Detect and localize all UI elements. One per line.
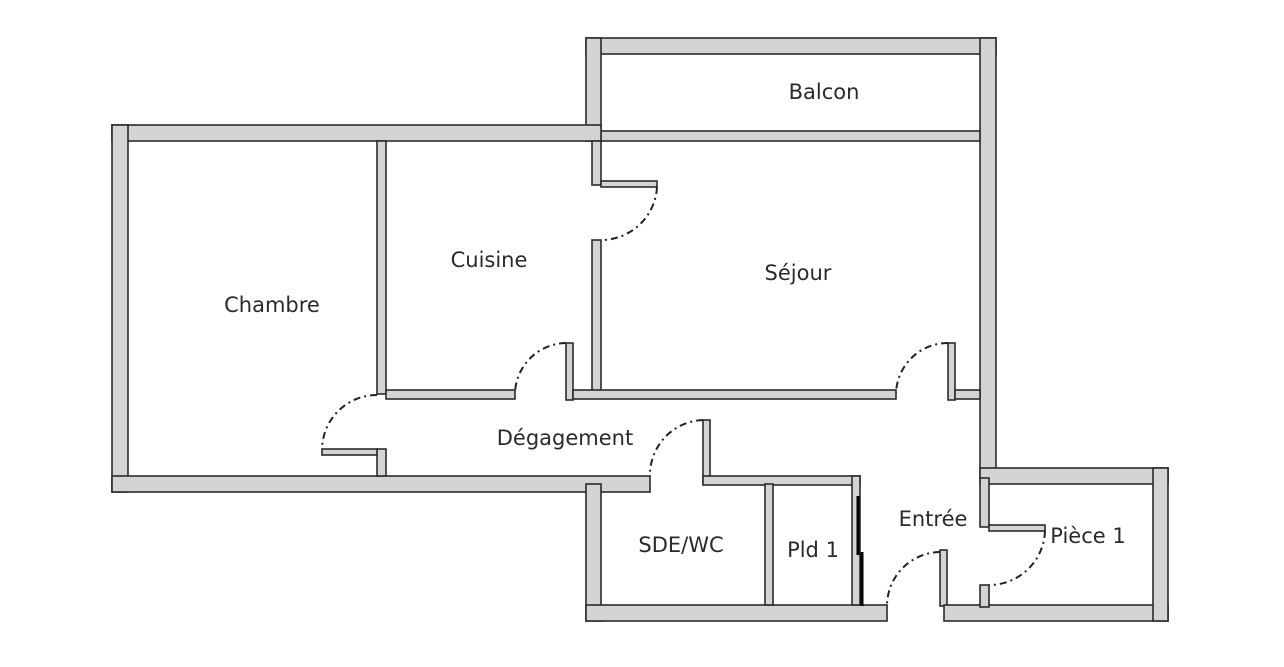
door-leaf [321,448,378,456]
wall [600,130,981,142]
wall [111,124,602,142]
door-swings [321,186,1046,607]
door-swing [886,551,941,607]
wall [585,37,997,55]
room-label-entree: Entrée [898,507,968,531]
room-label-cuisine: Cuisine [450,248,528,272]
room-label-sde-wc: SDE/WC [638,533,724,557]
wall [111,475,651,493]
wall [943,604,1169,622]
room-label-balcon: Balcon [788,80,860,104]
door-leaf [600,180,658,188]
wall [979,477,990,528]
door-swing [988,530,1046,586]
wall [585,604,888,622]
wall [851,475,861,606]
wall [979,37,997,479]
door-leaf [947,342,956,401]
wall [385,389,516,400]
door-leaf [988,524,1046,532]
door-swing [648,419,704,477]
wall [954,389,981,400]
wall [376,448,387,477]
door-swing [321,394,378,450]
wall [1152,467,1169,622]
wall [979,584,990,608]
room-label-sejour: Séjour [764,261,832,285]
wall [585,483,602,622]
wall [702,475,861,486]
room-label-degagement: Dégagement [496,426,634,450]
room-label-chambre: Chambre [224,293,320,317]
wall [591,140,602,186]
door-swing [514,342,567,394]
wall [979,467,1169,485]
wall [764,483,774,606]
door-leaf [565,342,574,401]
wall [591,239,602,394]
room-label-piece1: Pièce 1 [1050,524,1126,548]
walls [111,37,1169,622]
wall [111,124,129,493]
door-leaf [702,419,711,485]
wall [376,140,387,395]
room-label-pld1: Pld 1 [787,538,839,562]
door-leaf [939,549,948,607]
door-swing [600,186,658,242]
door-swing [895,342,949,394]
wall [572,389,897,400]
